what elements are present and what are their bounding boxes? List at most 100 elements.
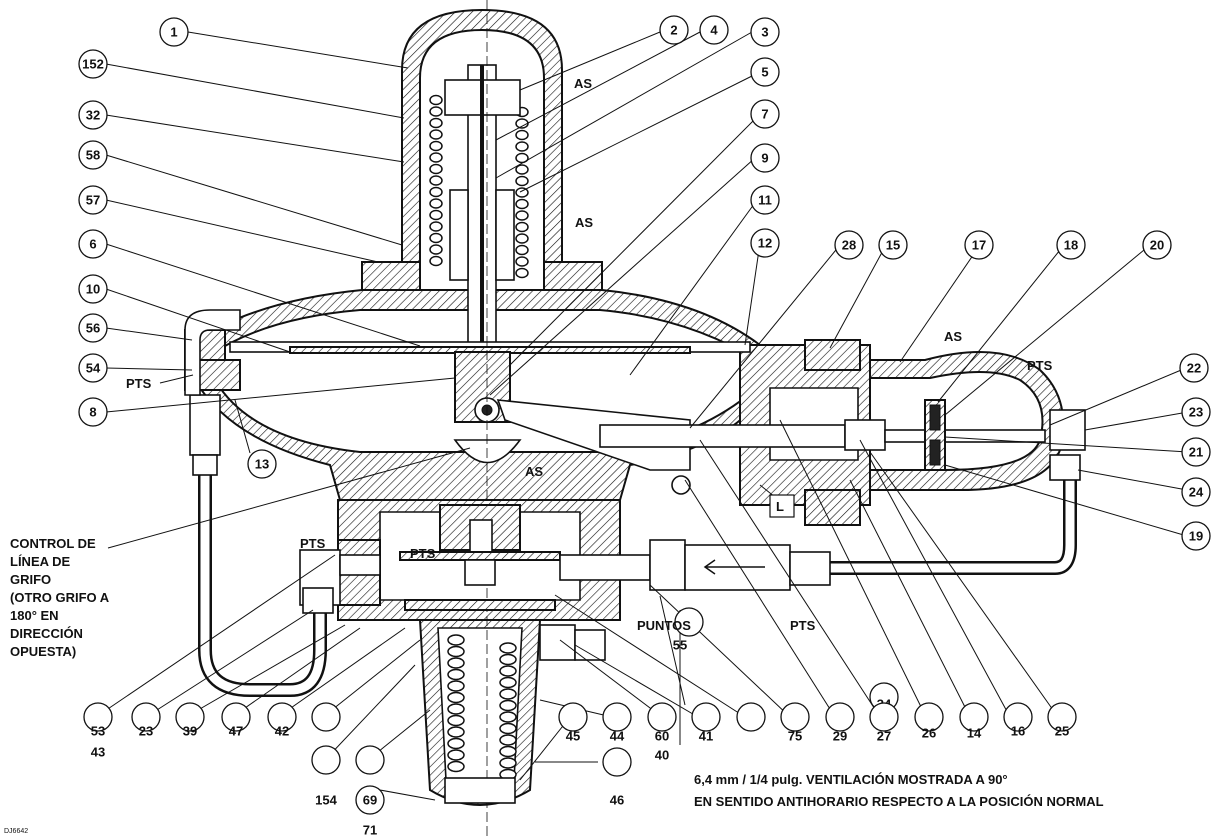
svg-text:LÍNEA DE: LÍNEA DE (10, 554, 71, 569)
balloon-18: 18 (1056, 230, 1086, 260)
spring-coil (447, 749, 465, 761)
balloon-53: 53 (83, 702, 113, 739)
svg-text:26: 26 (922, 726, 936, 741)
spring-coil (429, 140, 443, 152)
svg-text:4: 4 (710, 23, 718, 38)
drawing-id: DJ6642 (4, 828, 28, 835)
balloon-15: 15 (878, 230, 908, 260)
balloon-23-right: 23 (1181, 397, 1211, 427)
svg-text:60: 60 (655, 729, 669, 744)
svg-text:21: 21 (1189, 445, 1203, 460)
svg-text:32: 32 (86, 108, 100, 123)
balloon-6: 6 (78, 229, 108, 259)
balloon-45: 45 (558, 702, 588, 744)
balloon-28: 28 (834, 230, 864, 260)
spring-coil (515, 152, 529, 164)
svg-text:58: 58 (86, 148, 100, 163)
spring-coil (499, 699, 517, 712)
balloon-58: 58 (78, 140, 108, 170)
spring-coil (447, 645, 465, 658)
balloon-20: 20 (1142, 230, 1172, 260)
spring-coil (499, 653, 517, 666)
spring-coil (429, 94, 443, 106)
svg-text:6,4 mm / 1/4 pulg. VENTILACIÓN: 6,4 mm / 1/4 pulg. VENTILACIÓN MOSTRADA … (694, 772, 1008, 787)
spring-coil (499, 711, 517, 723)
leader-lines (95, 31, 1189, 801)
label-40: 40 (655, 748, 669, 763)
main-spring (429, 94, 529, 279)
spring-coil (515, 256, 529, 267)
balloon-39: 39 (175, 702, 205, 739)
spring-coil (429, 129, 443, 140)
balloon-19: 19 (1181, 521, 1211, 551)
part-balloons: 1 152 32 58 57 6 10 56 54 8 13 2 4 3 5 7… (78, 15, 1211, 838)
spring-coil (499, 676, 517, 689)
svg-text:27: 27 (877, 729, 891, 744)
balloon-27: 27 (869, 702, 899, 744)
balloon-13: 13 (247, 449, 277, 479)
spring-coil (515, 244, 529, 256)
spring-coil (429, 163, 443, 175)
balloon-3: 3 (750, 17, 780, 47)
svg-text:GRIFO: GRIFO (10, 572, 51, 587)
balloon-17: 17 (964, 230, 994, 260)
balloon-26: 26 (914, 702, 944, 741)
svg-text:7: 7 (761, 107, 768, 122)
label-71: 71 (363, 823, 377, 838)
svg-text:22: 22 (1187, 361, 1201, 376)
svg-text:54: 54 (86, 361, 101, 376)
label-55: 55 (673, 638, 687, 653)
spring-coil (447, 703, 465, 715)
svg-text:39: 39 (183, 724, 197, 739)
svg-text:20: 20 (1150, 238, 1164, 253)
svg-text:69: 69 (363, 793, 377, 808)
spring-coil (499, 665, 517, 677)
balloon-blank-1 (311, 702, 341, 732)
svg-text:57: 57 (86, 193, 100, 208)
svg-text:25: 25 (1055, 724, 1069, 739)
spring-coil (447, 737, 465, 750)
pts-label-left: PTS (126, 376, 152, 391)
spring-coil (499, 722, 517, 735)
spring-coil (447, 657, 465, 669)
balloon-11: 11 (750, 185, 780, 215)
balloon-10: 10 (78, 274, 108, 304)
spring-coil (515, 187, 529, 198)
svg-text:2: 2 (670, 23, 677, 38)
spring-coil (447, 760, 465, 773)
svg-text:75: 75 (788, 729, 802, 744)
svg-text:EN SENTIDO ANTIHORARIO RESPECT: EN SENTIDO ANTIHORARIO RESPECTO A LA POS… (694, 794, 1104, 809)
spring-coil (499, 688, 517, 700)
balloon-25: 25 (1047, 702, 1077, 739)
balloon-2: 2 (659, 15, 689, 45)
balloon-4: 4 (699, 15, 729, 45)
svg-text:45: 45 (566, 729, 580, 744)
balloon-29: 29 (825, 702, 855, 744)
spring-coil (447, 726, 465, 738)
callout-labels: AS AS AS AS PTS PTS PTS PTS PTS PUNTOS L (126, 76, 1053, 633)
svg-text:18: 18 (1064, 238, 1078, 253)
spring-coil (429, 186, 443, 198)
svg-text:56: 56 (86, 321, 100, 336)
svg-text:3: 3 (761, 25, 768, 40)
svg-text:1: 1 (170, 25, 177, 40)
balloon-14: 14 (959, 702, 989, 741)
svg-text:24: 24 (1189, 485, 1204, 500)
control-line-tubing (184, 309, 381, 697)
balloon-24: 24 (1181, 477, 1211, 507)
balloon-16: 16 (1003, 702, 1033, 739)
internal-parts (229, 0, 1046, 839)
balloon-23-bottom: 23 (131, 702, 161, 739)
pts-label-bottom: PTS (790, 618, 816, 633)
svg-text:8: 8 (89, 405, 96, 420)
spring-coil (447, 634, 465, 646)
svg-text:23: 23 (1189, 405, 1203, 420)
sense-line-tubing (539, 409, 1086, 661)
balloon-47: 47 (221, 702, 251, 739)
spring-coil (447, 691, 465, 704)
svg-text:152: 152 (82, 57, 104, 72)
as-label-1: AS (574, 76, 592, 91)
balloon-7: 7 (750, 99, 780, 129)
spring-coil (447, 680, 465, 692)
balloon-blank-2 (311, 745, 341, 775)
